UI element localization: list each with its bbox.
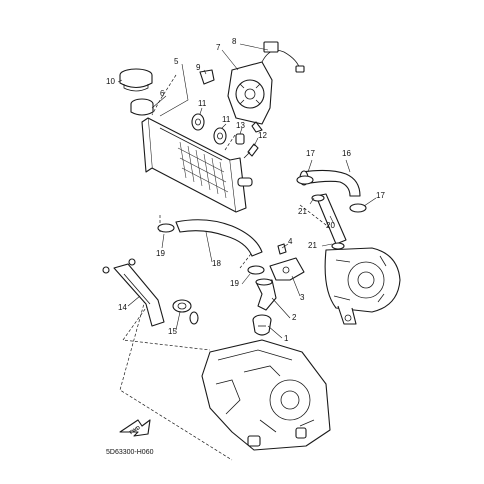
damper bbox=[172, 299, 199, 325]
callout-6: 6 bbox=[160, 89, 165, 98]
thermostat-elbow bbox=[255, 278, 277, 311]
callout-4: 4 bbox=[288, 237, 293, 246]
upper-hose bbox=[296, 169, 367, 213]
callout-19-upper: 19 bbox=[156, 249, 165, 258]
fan-wire-connector bbox=[261, 41, 305, 73]
filler-neck bbox=[130, 98, 154, 116]
drawing-code: 5D63300-H060 bbox=[106, 449, 154, 456]
water-pump bbox=[324, 247, 401, 325]
callout-8: 8 bbox=[232, 37, 237, 46]
forward-direction-badge: FWD bbox=[119, 419, 151, 437]
callout-9: 9 bbox=[196, 63, 201, 72]
hose-bracket bbox=[269, 243, 305, 281]
radiator bbox=[141, 117, 253, 213]
radiator-cap bbox=[119, 68, 153, 92]
callout-16: 16 bbox=[342, 149, 351, 158]
leader-lines bbox=[117, 43, 377, 339]
callout-14: 14 bbox=[118, 303, 127, 312]
fan-motor-assembly bbox=[227, 61, 273, 133]
callout-3: 3 bbox=[300, 293, 305, 302]
callout-11-left: 11 bbox=[198, 99, 207, 108]
collar-and-bolt bbox=[235, 133, 259, 159]
thermostat bbox=[252, 314, 272, 336]
callout-labels: 1 2 3 4 5 6 7 8 9 10 11 11 12 13 14 15 1… bbox=[106, 37, 385, 343]
callout-12: 12 bbox=[258, 131, 267, 140]
callout-13: 13 bbox=[236, 121, 245, 130]
callout-1: 1 bbox=[284, 334, 289, 343]
callout-5: 5 bbox=[174, 57, 179, 66]
callout-11-right: 11 bbox=[222, 115, 231, 124]
forward-arrow-icon bbox=[119, 419, 151, 437]
callout-7: 7 bbox=[216, 43, 221, 52]
engine-block bbox=[201, 339, 331, 451]
callout-2: 2 bbox=[292, 313, 297, 322]
callout-17-left: 17 bbox=[306, 149, 315, 158]
callout-18: 18 bbox=[212, 259, 221, 268]
reservoir-strap bbox=[102, 258, 165, 327]
callout-21-lower: 21 bbox=[308, 241, 317, 250]
water-pipe bbox=[311, 193, 347, 250]
callout-10: 10 bbox=[106, 77, 115, 86]
wire-holder bbox=[199, 69, 215, 85]
lower-hose bbox=[157, 219, 265, 275]
grommets bbox=[191, 113, 227, 145]
callout-15: 15 bbox=[168, 327, 177, 336]
forward-badge-label: FWD bbox=[129, 425, 142, 436]
callout-17-right: 17 bbox=[376, 191, 385, 200]
callout-20: 20 bbox=[326, 221, 335, 230]
callout-21-upper: 21 bbox=[298, 207, 307, 216]
callout-19-lower: 19 bbox=[230, 279, 239, 288]
